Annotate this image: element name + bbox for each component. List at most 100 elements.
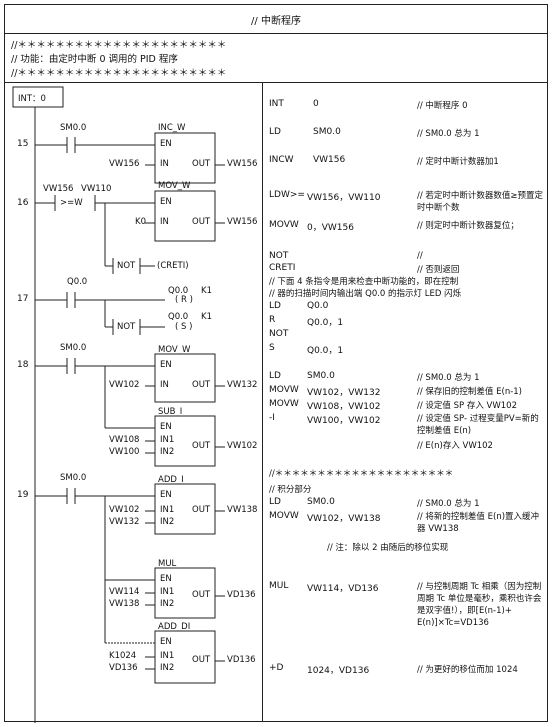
- network-15: 15: [17, 139, 29, 149]
- integral-section: // 积分部分: [269, 485, 312, 495]
- inc-w-en: EN: [160, 139, 172, 149]
- add-di-in2: IN2: [160, 663, 175, 673]
- mov-w1-en: EN: [160, 197, 172, 207]
- stl-comment: // 若定时中断计数器数值≥预置定时中断个数: [417, 191, 544, 213]
- stl-op: MOVW: [269, 220, 299, 230]
- shift-note: // 注：除以 2 由随后的移位实现: [327, 543, 449, 553]
- stl-arg: VW156: [313, 155, 346, 165]
- stl-op: NOT: [269, 329, 289, 339]
- stl-op: -I: [269, 413, 275, 423]
- contact-vw156: VW156: [43, 184, 74, 194]
- section-divider: [5, 82, 547, 83]
- creti-coil: (CRETI): [157, 261, 189, 271]
- stl-op: +D: [269, 663, 284, 673]
- mov-w2-in-val: VW102: [109, 380, 140, 390]
- stl-arg: Q0.0: [307, 301, 329, 311]
- add-di-in2-val: VD136: [109, 663, 138, 673]
- add-i-name: ADD_I: [158, 475, 184, 485]
- mul-in1: IN1: [160, 587, 175, 597]
- stl-comment: // 将新的控制差值 E(n)置入缓冲器 VW138: [417, 512, 540, 534]
- stl-comment: // SM0.0 总为 1: [417, 499, 480, 509]
- mul-in1-val: VW114: [109, 587, 140, 597]
- mov-w2-name: MOV_W: [158, 345, 191, 355]
- add-di-name: ADD_DI: [158, 622, 191, 632]
- stl-op: INCW: [269, 155, 294, 165]
- set-coil-addr: Q0.0: [168, 312, 189, 322]
- stl-arg: Q0.0，1: [307, 318, 344, 328]
- stl-comment: // 与控制周期 Tc 相乘（因为控制周期 Tc 单位是毫秒，乘积也许会是双字值…: [417, 582, 542, 628]
- stl-op: NOT: [269, 251, 289, 261]
- inc-w-out: OUT: [192, 159, 211, 169]
- network-18: 18: [17, 360, 29, 370]
- contact-sm00-19: SM0.0: [60, 473, 87, 483]
- note-line-1: // 下面 4 条指令是用来检查中断功能的，即在控制: [269, 277, 459, 287]
- stl-arg: VW102，VW132: [307, 388, 381, 398]
- add-i-in2: IN2: [160, 517, 175, 527]
- page-title: // 中断程序: [5, 5, 547, 34]
- header-line-2: // 功能：由定时中断 0 调用的 PID 程序: [11, 54, 178, 65]
- stl-arg: SM0.0: [307, 371, 335, 381]
- not-contact-1: NOT: [117, 261, 136, 271]
- stl-comment: // E(n)存入 VW102: [417, 441, 493, 451]
- stl-arg: SM0.0: [313, 127, 341, 137]
- stl-arg: VW156，VW110: [307, 193, 381, 203]
- contact-sm00-18: SM0.0: [60, 343, 87, 353]
- stl-comment: // 否则返回: [417, 265, 460, 275]
- reset-coil: ( R ): [175, 295, 193, 305]
- stl-arg: SM0.0: [307, 497, 335, 507]
- stl-listing: INT 0 // 中断程序 0 LD SM0.0 // SM0.0 总为 1 I…: [267, 83, 547, 723]
- add-i-in2-val: VW132: [109, 517, 140, 527]
- header-line-1: //＊＊＊＊＊＊＊＊＊＊＊＊＊＊＊＊＊＊＊＊＊＊: [11, 40, 227, 51]
- program-frame: // 中断程序 //＊＊＊＊＊＊＊＊＊＊＊＊＊＊＊＊＊＊＊＊＊＊ // 功能：由…: [4, 4, 548, 723]
- mov-w2-en: EN: [160, 360, 172, 370]
- stl-op: R: [269, 315, 276, 325]
- stl-comment: // SM0.0 总为 1: [417, 129, 480, 139]
- stl-arg: VW102，VW138: [307, 514, 381, 524]
- stl-comment: // 保存旧的控制差值 E(n-1): [417, 387, 522, 397]
- stl-op: MOVW: [269, 511, 299, 521]
- stl-op: MOVW: [269, 385, 299, 395]
- add-i-in1-val: VW102: [109, 505, 140, 515]
- stl-arg: Q0.0，1: [307, 346, 344, 356]
- mul-out-val: VD136: [227, 590, 256, 600]
- header-line-3: //＊＊＊＊＊＊＊＊＊＊＊＊＊＊＊＊＊＊＊＊＊＊: [11, 68, 227, 79]
- mov-w2-out-val: VW132: [227, 380, 258, 390]
- mov-w1-name: MOV_W: [158, 181, 191, 191]
- stl-comment: //: [417, 251, 423, 261]
- mov-w2-in: IN: [160, 380, 169, 390]
- contact-vw110: VW110: [81, 184, 112, 194]
- stl-comment: // 定时中断计数器加1: [417, 157, 499, 167]
- inc-w-in-val: VW156: [109, 159, 140, 169]
- sub-i-name: SUB_I: [158, 407, 183, 417]
- stl-comment: // 设定值 SP- 过程变量PV=新的控制差值 E(n): [417, 414, 539, 436]
- column-divider: [262, 83, 263, 721]
- add-i-out-val: VW138: [227, 505, 258, 515]
- inc-w-out-val: VW156: [227, 159, 258, 169]
- stars-divider: //＊＊＊＊＊＊＊＊＊＊＊＊＊＊＊＊＊＊＊＊＊: [269, 469, 454, 479]
- stl-arg: 0，VW156: [307, 223, 354, 233]
- stl-arg: VW100，VW102: [307, 416, 381, 426]
- int-label: INT：0: [18, 94, 46, 104]
- contact-sm00: SM0.0: [60, 123, 87, 133]
- add-di-in1-val: K1024: [109, 651, 137, 661]
- stl-op: LD: [269, 127, 281, 137]
- add-i-en: EN: [160, 490, 172, 500]
- stl-op: MUL: [269, 581, 289, 591]
- sub-i-in2-val: VW100: [109, 447, 140, 457]
- stl-arg: VW114，VD136: [307, 584, 379, 594]
- stl-arg: VW108，VW102: [307, 402, 381, 412]
- stl-op: LD: [269, 371, 281, 381]
- stl-op: MOVW: [269, 399, 299, 409]
- network-16: 16: [17, 198, 29, 208]
- mov-w1-in: IN: [160, 217, 169, 227]
- ladder-graphics: [12, 86, 225, 723]
- stl-arg: 0: [313, 99, 319, 109]
- mov-w1-out-val: VW156: [227, 217, 258, 227]
- network-19: 19: [17, 490, 29, 500]
- stl-op: INT: [269, 99, 284, 109]
- mov-w1-out: OUT: [192, 217, 211, 227]
- sub-i-out: OUT: [192, 441, 211, 451]
- ladder-diagram: INT：0 15 16 17 18 19 SM0.0 INC_W EN IN O…: [5, 83, 262, 723]
- set-coil: ( S ): [175, 322, 193, 332]
- not-contact-2: NOT: [117, 322, 136, 332]
